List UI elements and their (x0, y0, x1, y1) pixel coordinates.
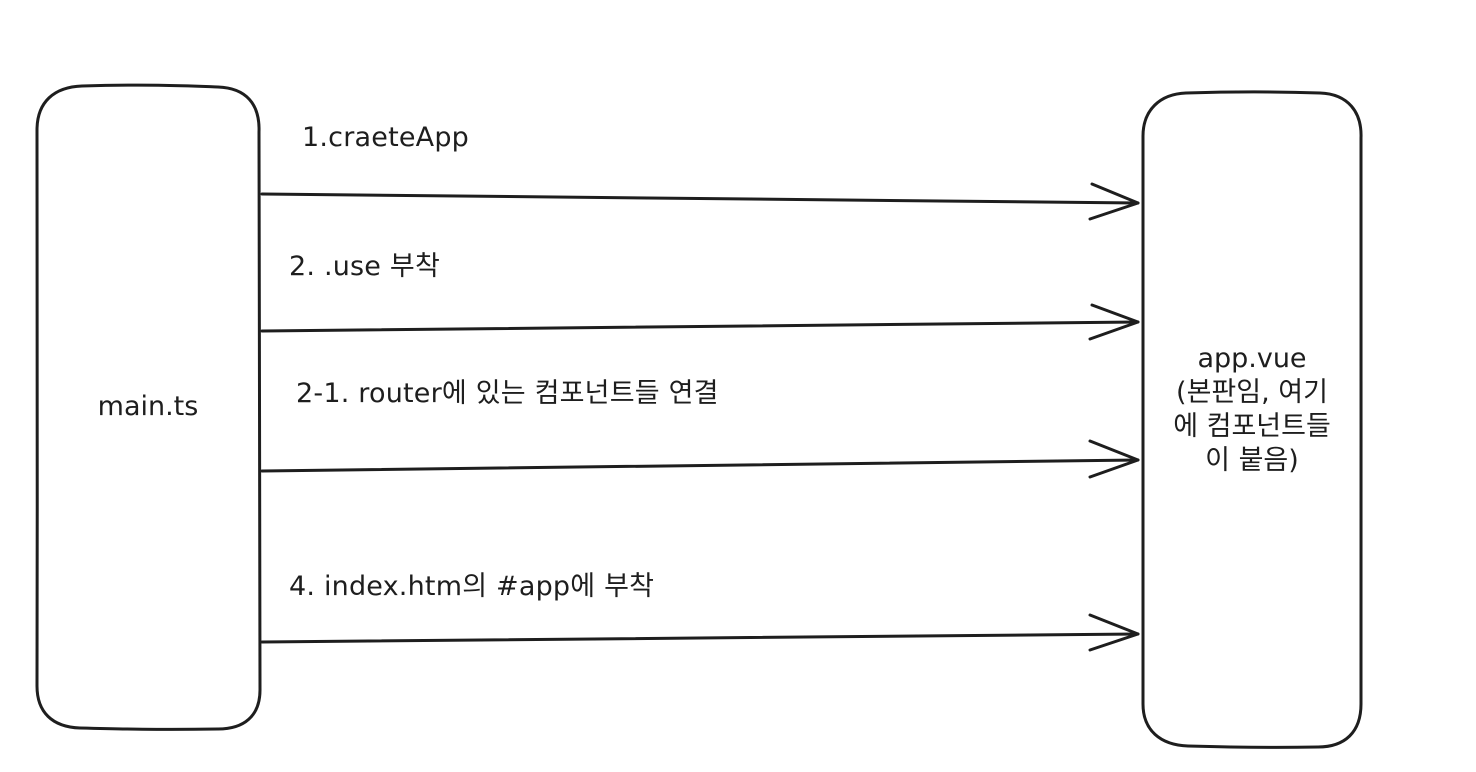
app-vue-node[interactable] (1141, 90, 1363, 749)
edge-label-router: 2-1. router에 있는 컴포넌트들 연결 (296, 378, 719, 409)
app-vue-line-1: app.vue (1197, 343, 1307, 374)
arrow-use[interactable] (260, 303, 1140, 341)
app-vue-line-2: (본판임, 여기 (1176, 377, 1328, 408)
app-vue-line-3: 에 컴포넌트들 (1173, 411, 1331, 442)
arrow-mount[interactable] (260, 613, 1140, 652)
main-ts-text: main.ts (97, 391, 199, 422)
main-ts-label: main.ts (37, 390, 259, 424)
app-vue-line-4: 이 붙음) (1205, 445, 1299, 476)
main-ts-node[interactable] (35, 83, 262, 731)
edge-label-use: 2. .use 부착 (289, 251, 440, 282)
edge-label-mount: 4. index.htm의 #app에 부착 (289, 571, 655, 602)
arrow-createapp[interactable] (260, 182, 1140, 221)
arrow-router[interactable] (260, 439, 1140, 479)
app-vue-label: app.vue (본판임, 여기 에 컴포넌트들 이 붙음) (1143, 342, 1361, 478)
edge-label-createapp: 1.craeteApp (302, 122, 470, 153)
